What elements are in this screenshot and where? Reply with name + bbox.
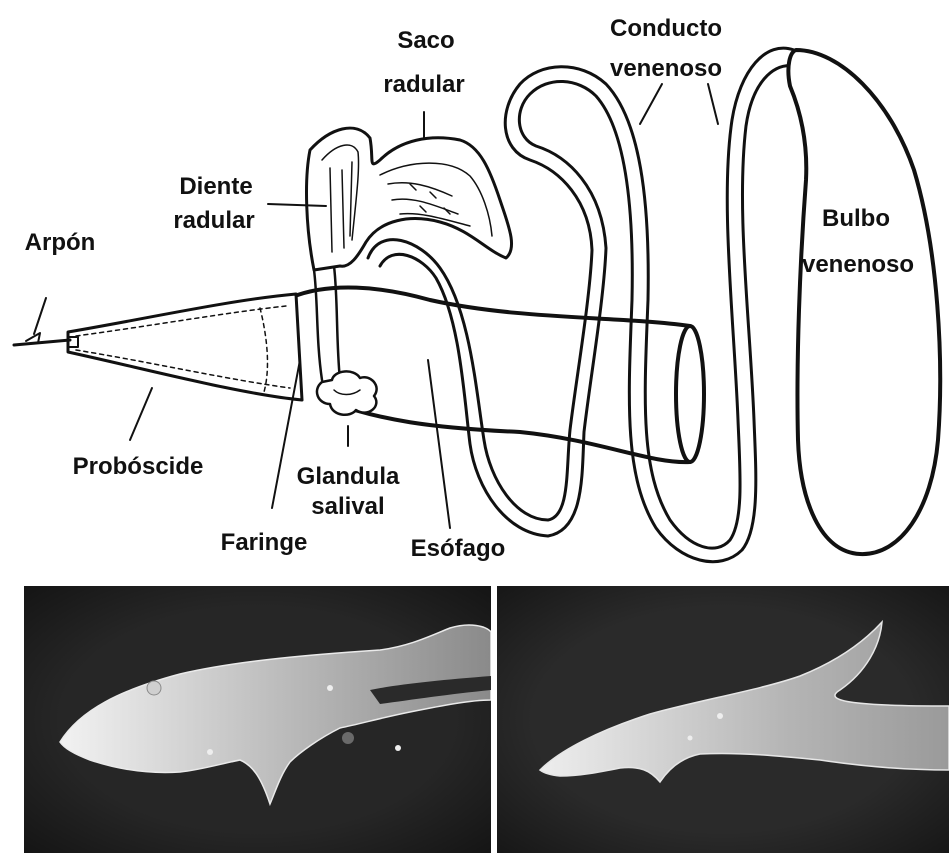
label-conducto-line2: venenoso [610,55,722,82]
venom-bulb [788,50,940,554]
label-bulbo-line2: venenoso [802,251,914,278]
anatomy-diagram [14,48,940,562]
pharynx [314,266,340,380]
label-glandula-line1: Glandula [297,463,400,490]
label-esofago: Esófago [411,535,506,562]
label-saco-line2: radular [383,71,464,98]
micrograph-right [497,586,949,853]
labels: Arpón Probóscide Faringe Diente radular … [25,15,914,562]
label-proboscide: Probóscide [73,453,204,480]
radular-sac [307,128,512,270]
esophagus-loop [368,48,796,562]
salivary-gland [317,371,377,414]
micrograph-left [24,586,491,853]
label-faringe: Faringe [221,529,308,556]
label-bulbo-line1: Bulbo [822,205,890,232]
proboscis [68,294,302,400]
label-glandula-line2: salival [311,493,384,520]
label-saco-line1: Saco [397,27,454,54]
label-conducto-line1: Conducto [610,15,722,42]
label-diente-line2: radular [173,207,254,234]
photo-divider [491,586,497,853]
label-arpon: Arpón [25,229,96,256]
label-diente-line1: Diente [179,173,252,200]
